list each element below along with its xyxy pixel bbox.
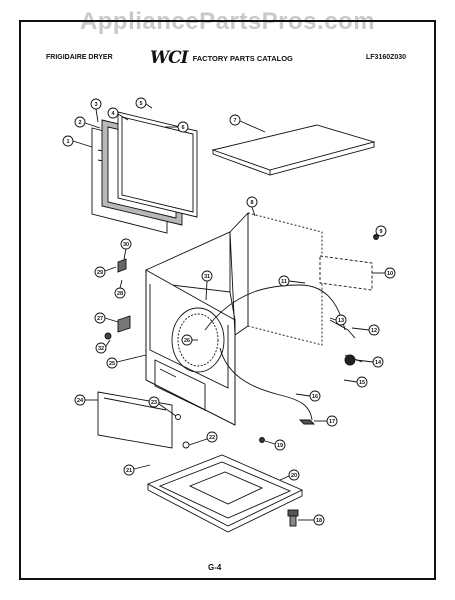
callout-4: 4	[107, 107, 129, 121]
callout-30: 30	[120, 238, 132, 260]
callout-11: 11	[278, 275, 306, 287]
base-frame	[146, 454, 304, 533]
wci-logo: WCI	[150, 48, 189, 68]
svg-text:23: 23	[151, 400, 157, 406]
callout-15: 15	[343, 376, 368, 388]
svg-text:8: 8	[250, 200, 253, 206]
callout-16: 16	[295, 390, 321, 402]
callout-5: 5	[135, 97, 153, 109]
svg-text:29: 29	[97, 270, 103, 276]
catalog-number: LF3160Z030	[366, 54, 407, 61]
svg-text:5: 5	[139, 101, 142, 107]
svg-text:20: 20	[291, 473, 297, 479]
svg-text:16: 16	[312, 394, 318, 400]
svg-text:11: 11	[281, 279, 287, 285]
page-frame	[19, 20, 436, 580]
callout-3: 3	[90, 98, 102, 123]
svg-text:12: 12	[371, 328, 377, 334]
callout-26: 26	[181, 334, 198, 346]
callout-20: 20	[279, 469, 300, 481]
callout-9: 9	[373, 225, 387, 238]
callout-10: 10	[372, 267, 396, 279]
svg-text:15: 15	[359, 380, 365, 386]
callout-23: 23	[148, 396, 177, 417]
callout-7: 7	[229, 114, 266, 133]
callout-8: 8	[246, 196, 258, 217]
callout-17: 17	[314, 415, 338, 427]
svg-text:7: 7	[233, 118, 236, 124]
svg-text:17: 17	[329, 419, 335, 425]
callout-29: 29	[94, 266, 117, 278]
svg-text:25: 25	[109, 361, 115, 367]
hardware-parts	[104, 234, 379, 449]
catalog-header: WCI FACTORY PARTS CATALOG	[150, 48, 293, 68]
svg-text:9: 9	[379, 229, 382, 235]
svg-text:10: 10	[387, 271, 393, 277]
callout-28: 28	[114, 279, 126, 299]
callout-21: 21	[123, 464, 151, 476]
svg-text:14: 14	[375, 360, 382, 366]
svg-text:18: 18	[316, 518, 322, 524]
door-inner-panel	[117, 111, 198, 218]
callout-22: 22	[188, 431, 218, 446]
callout-18: 18	[312, 514, 325, 526]
toe-panel	[97, 391, 173, 449]
callout-13: 13	[329, 314, 347, 326]
svg-text:28: 28	[117, 291, 123, 297]
page-number: G-4	[208, 563, 222, 572]
svg-text:22: 22	[209, 435, 215, 441]
svg-text:3: 3	[94, 102, 97, 108]
catalog-title: FACTORY PARTS CATALOG	[192, 53, 293, 63]
callout-24: 24	[74, 394, 98, 406]
svg-text:13: 13	[338, 318, 344, 324]
callout-14: 14	[355, 356, 384, 368]
svg-text:2: 2	[78, 120, 81, 126]
callout-25: 25	[106, 354, 147, 369]
top-panel	[211, 124, 376, 176]
callout-2: 2	[74, 116, 101, 129]
svg-text:26: 26	[184, 338, 190, 344]
svg-text:32: 32	[98, 346, 104, 352]
callout-19: 19	[264, 439, 286, 451]
callout-31: 31	[201, 270, 213, 301]
svg-text:21: 21	[126, 468, 132, 474]
svg-text:1: 1	[66, 139, 69, 145]
rear-panel	[247, 212, 373, 346]
svg-text:6: 6	[181, 125, 184, 131]
svg-text:4: 4	[111, 111, 115, 117]
svg-text:24: 24	[77, 398, 84, 404]
cabinet	[145, 211, 249, 426]
svg-text:31: 31	[204, 274, 210, 280]
callout-1: 1	[62, 135, 93, 148]
callout-12: 12	[351, 324, 380, 336]
svg-text:27: 27	[97, 316, 103, 322]
callout-6: 6	[165, 121, 189, 133]
svg-text:19: 19	[277, 443, 283, 449]
callout-27: 27	[94, 312, 119, 324]
product-title: FRIGIDAIRE DRYER	[46, 54, 113, 61]
leveling-leg	[287, 509, 312, 527]
callout-32: 32	[95, 339, 111, 354]
svg-text:30: 30	[123, 242, 129, 248]
callouts: 1 2 3 4 5 6 7 8 9 10 11 12 13 14 15 16 1…	[62, 97, 396, 526]
